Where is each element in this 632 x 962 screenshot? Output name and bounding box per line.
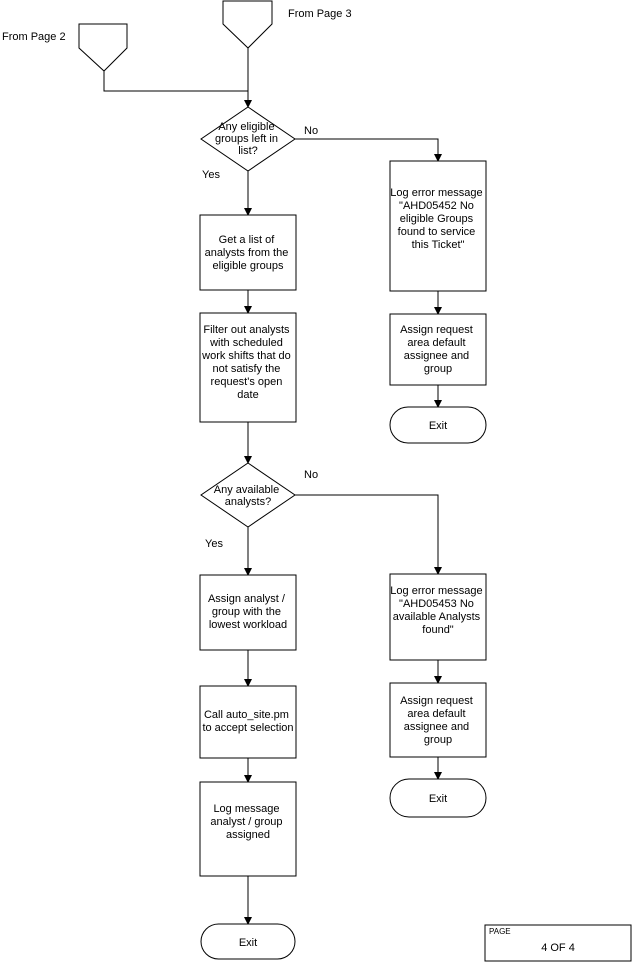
process-assign-default-2 [389,682,487,758]
terminal-exit-3-text: Exit [239,937,257,949]
edge-page2-to-merge [103,71,248,92]
terminal-exit-2-text: Exit [429,793,447,805]
decision-available-analysts [200,462,296,528]
edge-decision1-no [295,138,442,162]
from-page-2-label: From Page 2 [2,31,66,43]
terminal-exit-1-text: Exit [429,420,447,432]
edge-label-yes-1: Yes [202,169,220,181]
process-log-error-groups [389,160,487,292]
page-box-label: PAGE [489,927,511,936]
page-box [484,924,632,962]
process-assign-default-2-text: Assign request area default assignee and… [400,695,476,746]
edge-label-no-2: No [304,469,318,481]
from-page-3-label: From Page 3 [288,8,352,20]
terminal-exit-1 [389,406,487,444]
process-get-analysts [199,214,297,291]
process-call-auto-site [199,685,297,759]
decision-available-analysts-text: Any available analysts? [214,484,283,508]
terminal-exit-2 [389,778,487,818]
decision-eligible-groups-text: Any eligible groups left in list? [215,121,281,157]
offpage-connector-page2 [78,23,128,72]
process-log-assigned [199,781,297,877]
process-get-analysts-text: Get a list of analysts from the eligible… [205,234,292,272]
page-box-value: 4 OF 4 [541,942,575,954]
terminal-exit-3 [200,923,296,960]
process-log-assigned-text: Log message analyst / group assigned [210,803,285,841]
process-assign-lowest-text: Assign analyst / group with the lowest w… [208,593,288,631]
process-filter-analysts [199,312,297,423]
process-log-error-analysts [389,573,487,661]
process-assign-default-1 [389,313,487,386]
process-assign-lowest [199,574,297,651]
process-call-auto-site-text: Call auto_site.pm to accept selection [202,709,293,734]
edge-label-no-1: No [304,125,318,137]
process-log-error-analysts-text: Log error message "AHD05453 No available… [390,585,485,636]
process-filter-analysts-text: Filter out analysts with scheduled work … [201,324,294,401]
decision-eligible-groups [200,106,296,172]
process-assign-default-1-text: Assign request area default assignee and… [400,324,476,375]
edge-label-yes-2: Yes [205,538,223,550]
offpage-connector-page3 [222,0,273,49]
process-log-error-groups-text: Log error message "AHD05452 No eligible … [390,187,485,251]
edge-decision2-no [295,494,442,575]
